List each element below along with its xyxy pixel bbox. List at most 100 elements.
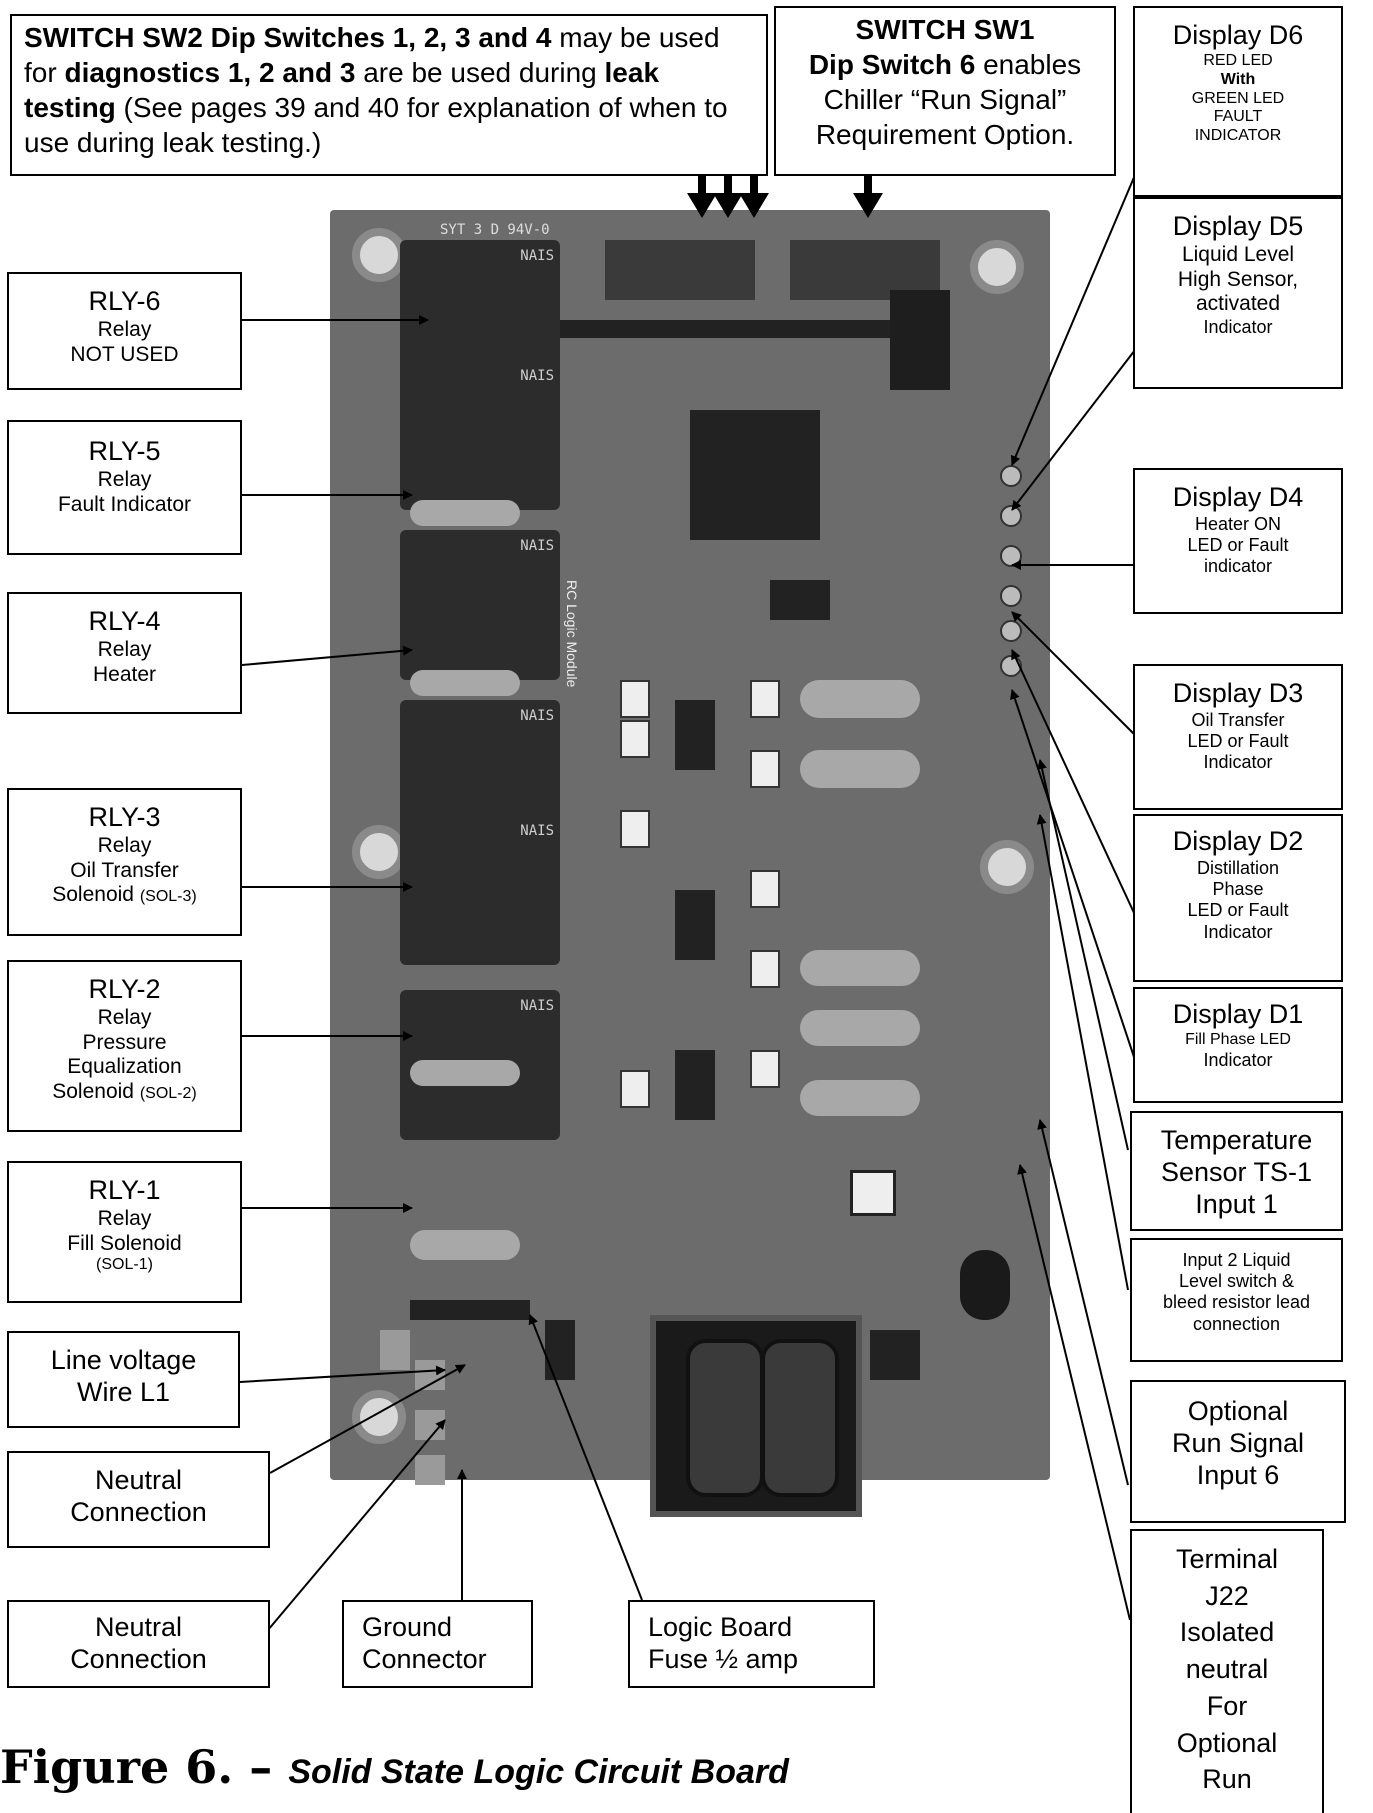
mov-component <box>410 1060 520 1086</box>
neutral-label: Connection <box>70 1496 207 1527</box>
relay-id: RLY-1 <box>88 1175 161 1205</box>
neutral-label: Neutral <box>94 1612 183 1642</box>
led-d6 <box>1000 465 1022 487</box>
neutral-label: Neutral <box>94 1465 183 1495</box>
relay-function: Oil Transfer <box>70 858 179 882</box>
electrolytic-capacitor <box>960 1250 1010 1320</box>
leader-d5 <box>1011 349 1136 511</box>
leader-d6 <box>1010 174 1136 466</box>
relay-type: Relay <box>97 317 152 341</box>
leader-d3 <box>1011 611 1136 736</box>
sw2-leak-testing: leak testing <box>24 57 660 123</box>
callout-display-d4: Display D4 Heater ON LED or Fault indica… <box>1133 468 1343 614</box>
display-desc: Indicator <box>1203 921 1273 942</box>
leader-rly-4 <box>241 645 413 666</box>
terminal-label: Optional <box>1176 1727 1278 1758</box>
callout-display-d6: Display D6 RED LED With GREEN LED FAULT … <box>1133 6 1343 197</box>
display-desc: LED or Fault <box>1187 900 1289 921</box>
mounting-hole <box>980 840 1034 894</box>
ground-label: Connector <box>362 1643 487 1674</box>
dip-switch-sw2[interactable] <box>605 240 755 300</box>
relay-function: Pressure <box>82 1030 167 1054</box>
display-desc: Heater ON <box>1194 513 1282 534</box>
figure-caption: Figure 6. – Solid State Logic Circuit Bo… <box>0 1740 789 1794</box>
smd-component <box>620 680 650 718</box>
capacitor <box>800 950 920 986</box>
callout-terminal-j22: Terminal J22 Isolated neutral For Option… <box>1130 1529 1324 1813</box>
callout-rly-3: RLY-3 Relay Oil Transfer Solenoid (SOL-3… <box>7 788 242 936</box>
relay-type: Relay <box>97 833 152 857</box>
line-voltage-label: Line voltage <box>50 1345 197 1375</box>
display-desc: With <box>1220 70 1256 88</box>
pin-header <box>890 290 950 390</box>
note-sw2-diagnostics: SWITCH SW2 Dip Switches 1, 2, 3 and 4 ma… <box>10 14 768 176</box>
relay-function: Fill Solenoid <box>67 1231 182 1255</box>
relay-function: Equalization <box>67 1055 182 1079</box>
sw2-title: SWITCH SW2 Dip Switches 1, 2, 3 and 4 <box>24 22 552 53</box>
input-label: Optional <box>1187 1396 1289 1426</box>
smd-component <box>620 1070 650 1108</box>
terminal-label: neutral <box>1185 1654 1269 1685</box>
terminal-label: Isolated <box>1179 1617 1275 1648</box>
sw1-dip6: Dip Switch 6 <box>808 49 976 80</box>
ground-label: Ground <box>362 1612 453 1642</box>
callout-display-d3: Display D3 Oil Transfer LED or Fault Ind… <box>1133 664 1343 810</box>
leader-neutral-b <box>267 1419 446 1631</box>
transformer-coil <box>761 1339 839 1497</box>
mounting-hole <box>352 825 406 879</box>
callout-rly-5: RLY-5 Relay Fault Indicator <box>7 420 242 555</box>
leader-input6 <box>1037 1119 1129 1486</box>
relay-type: Relay <box>97 467 152 491</box>
solenoid-code: (SOL-1) <box>96 1256 153 1274</box>
display-title: Display D6 <box>1172 20 1304 50</box>
callout-display-d5: Display D5 Liquid Level High Sensor, act… <box>1133 197 1343 389</box>
leader-line-voltage <box>239 1365 446 1383</box>
display-title: Display D3 <box>1172 678 1304 708</box>
sensor-input: Input 1 <box>1195 1188 1278 1219</box>
fuse-holder <box>410 1300 530 1320</box>
leader-input2 <box>1036 814 1129 1291</box>
display-desc: High Sensor, <box>1177 267 1299 291</box>
mov-component <box>410 670 520 696</box>
capacitor <box>800 680 920 718</box>
line-voltage-wire: Wire L1 <box>76 1376 171 1407</box>
smd-component <box>620 720 650 758</box>
sw1-text: Requirement Option. <box>815 119 1075 150</box>
sw2-text: (See pages 39 and 40 for explanation of … <box>24 92 728 158</box>
display-desc: Distillation <box>1196 857 1280 878</box>
terminal-label: For <box>1206 1690 1248 1721</box>
callout-line-voltage: Line voltage Wire L1 <box>7 1331 240 1428</box>
sw2-arrow-3 <box>739 175 769 218</box>
fuse-label: Logic Board <box>648 1612 793 1642</box>
display-desc: Indicator <box>1203 1049 1273 1070</box>
callout-rly-2: RLY-2 Relay Pressure Equalization Soleno… <box>7 960 242 1132</box>
callout-neutral-connection-b: Neutral Connection <box>7 1600 270 1688</box>
sensor-label: Temperature <box>1160 1125 1313 1155</box>
terminal-label: Run <box>1202 1764 1252 1795</box>
sw2-text: may be used for <box>24 22 720 88</box>
relay-rly-2: NAIS <box>400 815 560 965</box>
callout-neutral-connection-a: Neutral Connection <box>7 1451 270 1548</box>
capacitor <box>800 1080 920 1116</box>
mounting-hole <box>970 240 1024 294</box>
sw2-arrow-1 <box>687 175 717 218</box>
terminal-id: J22 <box>1205 1580 1249 1611</box>
led-d2 <box>1000 620 1022 642</box>
display-desc: INDICATOR <box>1194 127 1282 145</box>
mov-component <box>410 500 520 526</box>
display-title: Display D1 <box>1172 999 1304 1029</box>
sw1-arrow <box>853 175 883 218</box>
input-label: Level switch & <box>1178 1271 1295 1292</box>
callout-rly-4: RLY-4 Relay Heater <box>7 592 242 714</box>
optocoupler <box>675 1050 715 1120</box>
relay-function: NOT USED <box>70 342 179 366</box>
sw1-title: SWITCH SW1 <box>855 14 1035 45</box>
relay-id: RLY-5 <box>88 436 161 466</box>
line-terminal <box>380 1330 410 1370</box>
solenoid-code: (SOL-2) <box>139 1085 197 1103</box>
leader-ts1 <box>1037 759 1129 1151</box>
callout-rly-6: RLY-6 Relay NOT USED <box>7 272 242 390</box>
callout-fuse: Logic Board Fuse ½ amp <box>628 1600 875 1688</box>
neutral-label: Connection <box>70 1643 207 1674</box>
note-sw1-run-signal: SWITCH SW1 Dip Switch 6 enables Chiller … <box>774 6 1116 176</box>
